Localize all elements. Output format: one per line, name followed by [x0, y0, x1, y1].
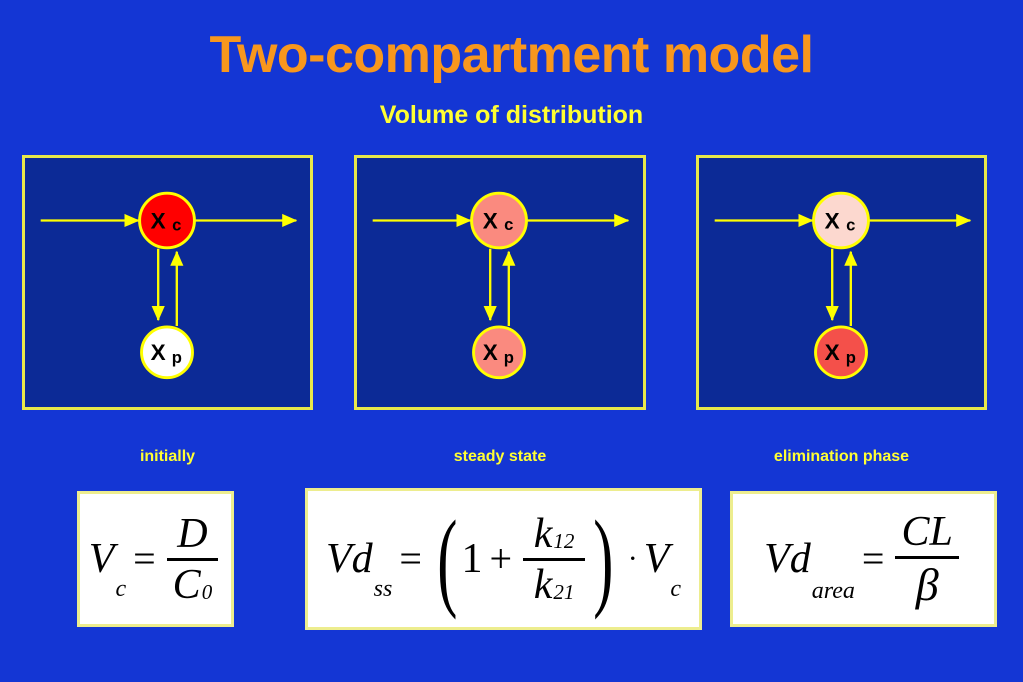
central-node-sublabel: c — [172, 215, 181, 234]
caption-steady-state: steady state — [453, 448, 547, 465]
page-subtitle: Volume of distribution — [379, 101, 644, 129]
fraction-bar — [166, 557, 219, 561]
central-compartment-node — [470, 191, 528, 250]
diagram-panel-elimination-phase: X c X p — [696, 155, 987, 410]
compartment-diagram-steady-state: X c X p — [372, 191, 630, 380]
peripheral-node-label: X — [825, 340, 840, 365]
peripheral-compartment-node — [814, 325, 868, 380]
formula-vdarea-fraction: CL β — [895, 508, 959, 610]
peripheral-node-label: X — [483, 340, 498, 365]
peripheral-node-sublabel: p — [172, 348, 182, 367]
central-node-label: X — [151, 208, 166, 233]
peripheral-node-sublabel: p — [504, 348, 514, 367]
central-compartment-node — [812, 191, 870, 250]
formula-vdss-equals: = — [399, 536, 422, 581]
formula-vdss-one: 1 — [461, 536, 483, 582]
formula-vdarea-lhs-subscript: area — [811, 577, 855, 604]
formula-vc-numerator: D — [177, 510, 208, 557]
formula-vdss-left-paren: ( — [437, 497, 458, 620]
compartment-diagram-initially: X c X p — [40, 191, 298, 380]
caption-elimination-phase: elimination phase — [773, 448, 910, 465]
peripheral-compartment-node — [472, 325, 526, 380]
central-node-sublabel: c — [504, 215, 513, 234]
formula-vdss-rhs-subscript: c — [670, 575, 682, 602]
formula-vc-lhs-subscript: c — [115, 575, 127, 602]
fraction-bar — [523, 557, 586, 561]
fraction-bar — [895, 555, 959, 559]
compartment-diagram-elimination-phase: X c X p — [714, 191, 972, 380]
formula-vdss-plus: + — [489, 536, 513, 581]
peripheral-node-sublabel: p — [846, 348, 856, 367]
formula-vc-lhs: V — [88, 536, 115, 582]
central-compartment-node — [138, 191, 196, 250]
page-title: Two-compartment model — [209, 26, 814, 84]
peripheral-compartment-node — [140, 325, 194, 380]
formula-vdarea-lhs: Vd — [764, 536, 811, 582]
formula-vdarea-equals: = — [861, 536, 885, 581]
formula-vdarea-denominator: β — [915, 558, 939, 610]
diagram-panel-initially: X c X p — [22, 155, 313, 410]
central-node-sublabel: c — [846, 215, 855, 234]
formula-vc-equals: = — [133, 536, 156, 581]
formula-vdss-right-paren: ) — [593, 497, 614, 620]
diagram-panel-steady-state: X c X p — [354, 155, 646, 410]
formula-vdss-lhs: Vd — [325, 536, 373, 582]
formula-vdss-lhs-subscript: ss — [373, 575, 393, 602]
formula-vdss-multiply: · — [627, 542, 638, 575]
formula-vdarea-numerator: CL — [901, 508, 953, 555]
formula-vdss-rhs: V — [643, 536, 670, 582]
peripheral-node-label: X — [151, 340, 166, 365]
central-node-label: X — [483, 208, 498, 233]
caption-initially: initially — [139, 448, 196, 465]
central-node-label: X — [825, 208, 840, 233]
